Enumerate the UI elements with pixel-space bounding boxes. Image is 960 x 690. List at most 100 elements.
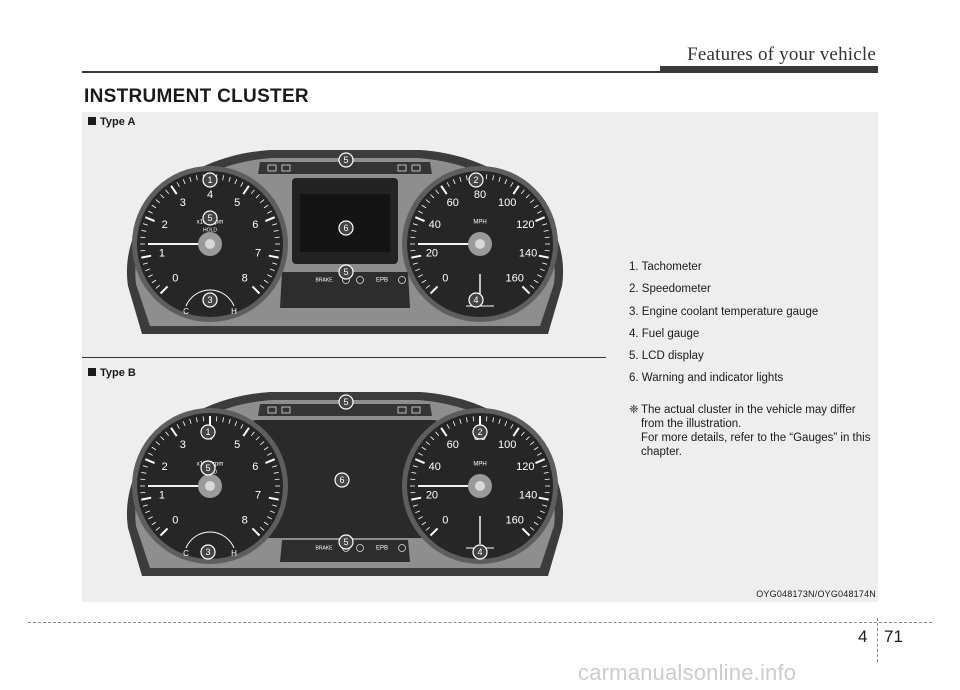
speedometer-tick xyxy=(411,254,422,259)
tachometer-tick xyxy=(142,504,148,507)
speedometer-tick xyxy=(537,452,542,456)
tachometer-tick xyxy=(263,204,269,209)
tachometer-tick xyxy=(148,274,153,278)
tachometer-tick xyxy=(250,431,255,437)
callout-number: 5 xyxy=(343,537,348,547)
callout-number: 5 xyxy=(343,397,348,407)
note-line-1: The actual cluster in the vehicle may di… xyxy=(641,404,856,430)
legend-item: 4. Fuel gauge xyxy=(629,327,700,340)
tachometer-tick xyxy=(251,285,261,295)
speedometer-tick xyxy=(529,199,535,204)
speedometer-tick xyxy=(411,229,417,232)
tachometer: 012345678x1000rpmCHHOLD xyxy=(132,408,288,564)
cluster-illustration-type-a: 012345678x1000rpmCHHOLD 0204060801001201… xyxy=(110,148,580,348)
speedometer-tick-label: 60 xyxy=(447,197,459,209)
tachometer-hub-cap xyxy=(205,481,215,491)
tachometer-tick xyxy=(259,284,265,289)
speedometer-tick-label: 0 xyxy=(442,515,448,527)
warning-light-icon xyxy=(398,276,406,284)
tachometer-tick xyxy=(255,194,260,199)
tachometer-tick xyxy=(170,185,178,195)
callout-number: 3 xyxy=(207,295,212,305)
callout-marker xyxy=(202,172,218,188)
speedometer-tick xyxy=(415,510,421,514)
speedometer-tick-label: 80 xyxy=(474,189,486,201)
speedometer-tick xyxy=(542,223,548,226)
bottom-indicator-strip xyxy=(280,540,410,562)
speedometer-tick xyxy=(525,436,530,441)
tachometer-tick-label: 7 xyxy=(255,247,261,259)
speedometer-tick xyxy=(418,210,423,214)
callout-marker xyxy=(200,460,216,476)
speedometer-tick xyxy=(533,446,539,451)
callout-number: 6 xyxy=(339,475,344,485)
instrument-cluster-icon: 012345678x1000rpmCHHOLD 0204060801001201… xyxy=(126,392,564,576)
tachometer-tick xyxy=(259,441,265,446)
speedometer-tick xyxy=(521,527,531,537)
speedometer-unit-label: MPH xyxy=(473,220,486,226)
speedometer-tick xyxy=(425,284,431,289)
cluster-illustration-type-b: 012345678x1000rpmCHHOLD 0204060801001201… xyxy=(110,390,580,590)
tachometer-tick xyxy=(269,268,275,272)
tachometer-tick-label: 5 xyxy=(234,439,240,451)
tachometer-tick xyxy=(141,254,152,259)
callout-number: 4 xyxy=(473,295,478,305)
speedometer-tick xyxy=(430,436,435,441)
tachometer-tick xyxy=(165,189,170,195)
callout-number: 1 xyxy=(205,427,210,437)
tachometer-tick-label: 8 xyxy=(242,273,248,285)
tachometer-tick xyxy=(267,210,272,214)
tachometer-tick-label: 7 xyxy=(255,489,261,501)
speedometer-tick-label: 120 xyxy=(516,461,534,473)
tachometer-tick xyxy=(144,216,155,222)
tachometer-tick xyxy=(259,526,265,531)
tachometer-tick xyxy=(263,446,269,451)
header-rule-accent xyxy=(660,66,878,73)
callout-marker xyxy=(202,292,218,308)
tachometer-tick-label: 8 xyxy=(242,515,248,527)
speedometer-tick xyxy=(425,441,431,446)
tachometer-tick xyxy=(272,465,278,468)
speedometer-tick-label: 60 xyxy=(447,439,459,451)
tachometer-tick xyxy=(272,262,278,265)
callout-marker xyxy=(472,424,488,440)
speedometer-tick xyxy=(414,216,425,222)
tachometer-tick-label: 2 xyxy=(162,461,168,473)
temp-gauge-hot-label: H xyxy=(231,549,237,558)
note-symbol-icon: ❈ xyxy=(629,404,639,416)
tachometer-tick xyxy=(176,424,180,429)
speedometer-tick xyxy=(418,452,423,456)
speedometer-tick xyxy=(446,182,450,187)
tachometer-tick xyxy=(176,182,180,187)
bottom-indicator-strip xyxy=(280,272,410,308)
speedometer-tick xyxy=(465,175,468,181)
legend-item: 1. Tachometer xyxy=(629,261,702,273)
warning-light-icon xyxy=(356,276,364,284)
section-title: INSTRUMENT CLUSTER xyxy=(84,86,309,107)
indicator-light-icon xyxy=(411,406,421,414)
callout-marker xyxy=(200,544,216,560)
brake-warning-label: BRAKE xyxy=(316,277,334,283)
speedometer-tick-label: 40 xyxy=(429,219,441,231)
speedometer-tick xyxy=(510,424,514,429)
tachometer-tick xyxy=(273,471,279,474)
speedometer-tick xyxy=(529,441,535,446)
tachometer-tick xyxy=(269,510,275,514)
tachometer-tick-label: 4 xyxy=(207,189,213,201)
speedometer-tick xyxy=(510,182,514,187)
speedometer-tick xyxy=(411,496,422,501)
indicator-light-icon xyxy=(267,164,277,172)
page-number: 71 xyxy=(884,627,903,646)
speedometer-tick xyxy=(452,179,456,185)
tachometer-tick xyxy=(182,179,186,185)
speedometer-tick xyxy=(498,418,501,424)
temp-gauge-arc xyxy=(185,289,235,307)
speedometer-tick xyxy=(459,418,462,424)
tachometer-tick xyxy=(267,452,272,456)
tachometer-tick xyxy=(265,216,276,222)
tachometer-tick xyxy=(159,527,169,537)
callout-marker xyxy=(468,292,484,308)
bullet-square-icon xyxy=(88,117,96,125)
tachometer-tick xyxy=(268,254,279,259)
